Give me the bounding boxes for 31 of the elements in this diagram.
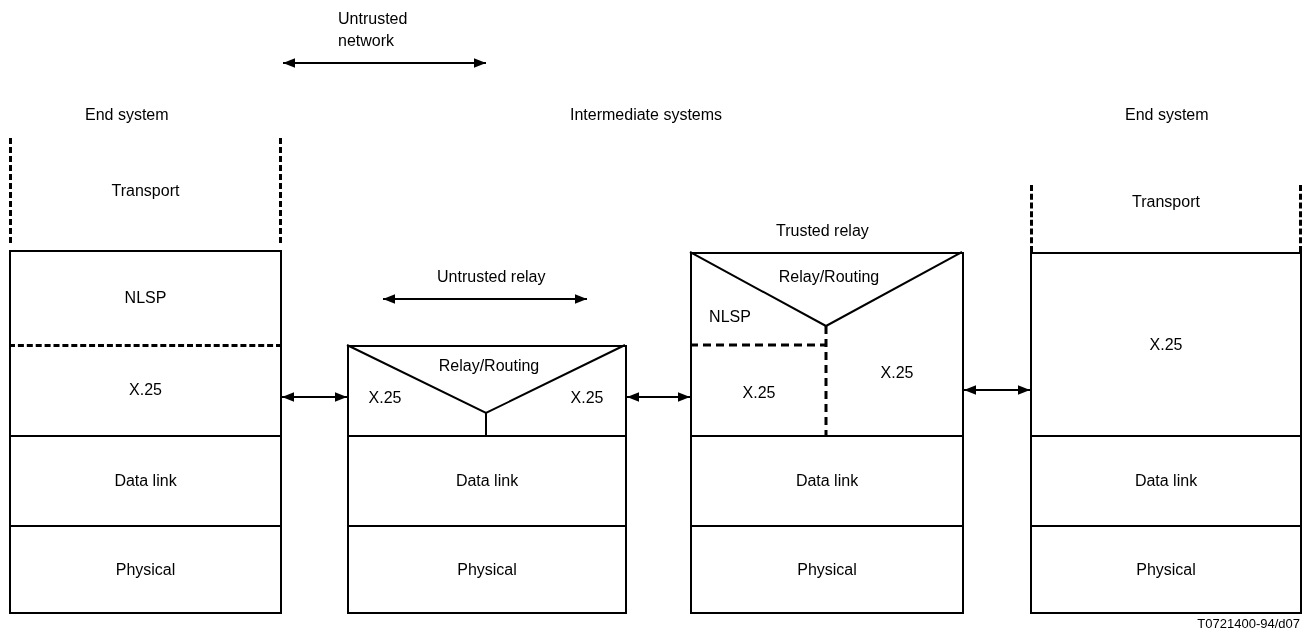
caption-text: Untrusted relay xyxy=(437,268,546,286)
layer-region: NLSP xyxy=(700,304,760,330)
layer-box: Data link xyxy=(1030,435,1302,527)
caption-text: End system xyxy=(1125,106,1209,124)
layer-region: X.25 xyxy=(830,314,964,432)
caption-text: Intermediate systems xyxy=(570,106,723,124)
caption-text: Trusted relay xyxy=(776,222,869,240)
arrow xyxy=(626,392,691,402)
layer-region: X.25 xyxy=(692,349,826,437)
layer-region: Transport xyxy=(1030,185,1302,252)
layer-region: X.25 xyxy=(559,385,615,411)
arrow xyxy=(963,385,1031,395)
layer-box: Physical xyxy=(1030,525,1302,614)
layer-box: Physical xyxy=(9,525,282,614)
layer-box: Data link xyxy=(347,435,627,527)
layer-box: Data link xyxy=(690,435,964,527)
layer-region: X.25 xyxy=(357,385,413,411)
figure-code: T0721400-94/d07 xyxy=(1196,616,1300,631)
layer-box: X.25 xyxy=(9,345,282,437)
layer-region: Relay/Routing xyxy=(769,264,889,290)
layer-box: NLSP xyxy=(9,250,282,347)
relay-box xyxy=(347,345,627,437)
caption-text: End system xyxy=(85,106,169,124)
layer-region: Transport xyxy=(9,138,282,243)
arrow xyxy=(281,392,348,402)
layer-box: Physical xyxy=(347,525,627,614)
layer-box: Physical xyxy=(690,525,964,614)
layer-box: Data link xyxy=(9,435,282,527)
caption-text: Untrusted network xyxy=(338,9,409,51)
layer-box: X.25 xyxy=(1030,252,1302,437)
layer-region: Relay/Routing xyxy=(429,353,549,379)
